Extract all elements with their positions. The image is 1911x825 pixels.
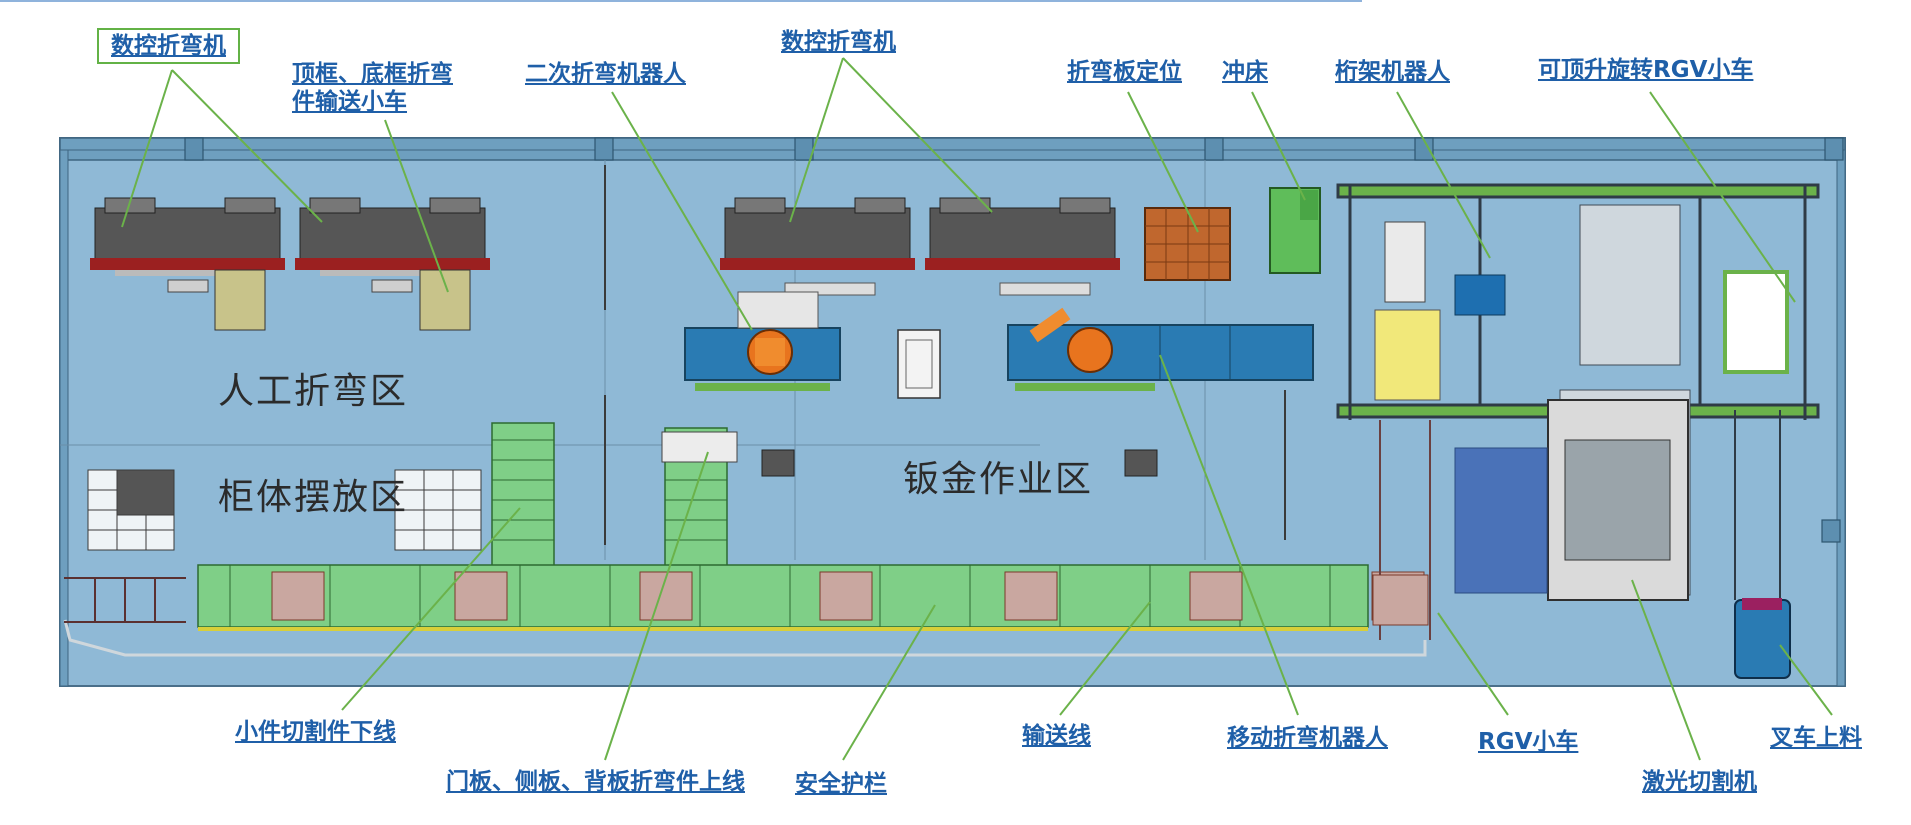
label-punch-press: 冲床 — [1222, 59, 1268, 85]
forklift-track — [1734, 410, 1781, 600]
label-secondary-robot: 二次折弯机器人 — [525, 61, 686, 87]
floor-top-wall — [59, 137, 1846, 161]
cnc-bender-machines — [90, 197, 1120, 296]
label-top-bottom-cart-line2: 件输送小车 — [292, 89, 407, 115]
cabinet-grid-right — [394, 469, 482, 551]
main-conveyor-line — [197, 564, 1425, 631]
leader-lines — [121, 57, 1833, 761]
label-panel-online: 门板、侧板、背板折弯件上线 — [446, 769, 745, 795]
rgv-lift-rotate-cart — [1723, 270, 1789, 374]
label-forklift-loading: 叉车上料 — [1770, 725, 1862, 751]
label-cnc-bender-1: 数控折弯机 — [97, 28, 240, 64]
secondary-bending-cell — [684, 291, 841, 391]
label-top-bottom-cart-line1: 顶框、底框折弯 — [292, 61, 453, 87]
label-mobile-robot: 移动折弯机器人 — [1227, 725, 1388, 751]
forklift — [1734, 599, 1791, 679]
vertical-conveyor-1 — [491, 422, 555, 569]
label-rgv-cart: RGV小车 — [1478, 729, 1579, 755]
zone-manual-bending: 人工折弯区 — [218, 371, 409, 412]
label-small-parts-offline: 小件切割件下线 — [235, 719, 396, 745]
zone-cabinet-storage: 柜体摆放区 — [218, 477, 409, 518]
safety-fence — [63, 619, 1427, 657]
cabinet-grid-left — [87, 469, 175, 551]
top-rule — [0, 0, 1362, 2]
label-safety-fence: 安全护栏 — [795, 771, 887, 797]
label-gantry-robot: 桁架机器人 — [1335, 59, 1450, 85]
vertical-conveyor-2 — [661, 427, 738, 569]
label-conveyor: 输送线 — [1022, 723, 1091, 749]
label-laser-cutter: 激光切割机 — [1642, 769, 1757, 795]
label-rgv-lift-rotate: 可顶升旋转RGV小车 — [1538, 57, 1754, 83]
center-tool-cart — [897, 329, 941, 399]
gantry-robot — [1454, 274, 1506, 316]
mobile-bending-cell — [1007, 307, 1314, 391]
zone-sheet-metal: 钣金作业区 — [903, 459, 1094, 500]
label-plate-positioning: 折弯板定位 — [1067, 59, 1182, 85]
entry-rack — [64, 577, 186, 623]
label-cnc-bender-2: 数控折弯机 — [781, 29, 896, 55]
